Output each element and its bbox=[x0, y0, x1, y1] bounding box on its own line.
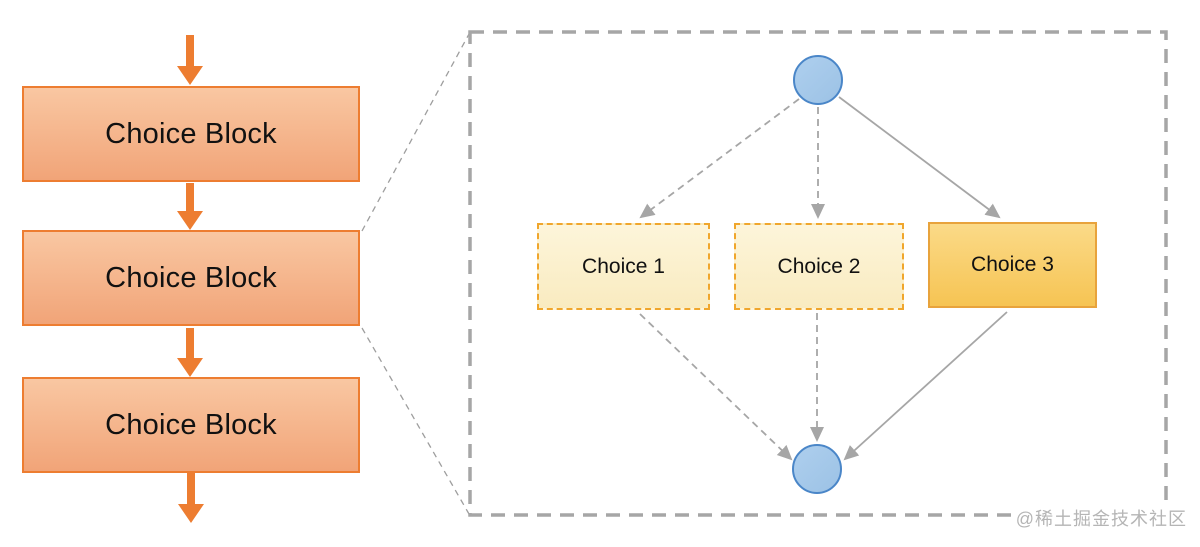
choice-2-label: Choice 2 bbox=[777, 254, 861, 278]
callout-connector-bottom bbox=[361, 327, 470, 515]
choice-block-1-label: Choice Block bbox=[105, 117, 277, 150]
choice-1-label: Choice 1 bbox=[582, 254, 665, 278]
edge-start-to-choice3 bbox=[838, 96, 1001, 219]
down-arrow-icon bbox=[178, 473, 204, 523]
down-arrow-icon bbox=[177, 35, 203, 85]
choice-1-box: Choice 1 bbox=[537, 223, 710, 310]
choice-3-box: Choice 3 bbox=[928, 222, 1097, 308]
detail-panel-border bbox=[468, 30, 1168, 517]
choice-block-2: Choice Block bbox=[22, 230, 360, 326]
down-arrow-icon bbox=[177, 328, 203, 377]
edge-choice3-to-end bbox=[843, 311, 1008, 461]
callout-connector-top bbox=[361, 33, 470, 232]
choice-block-2-label: Choice Block bbox=[105, 261, 277, 294]
down-arrow-icon bbox=[177, 183, 203, 230]
choice-block-1: Choice Block bbox=[22, 86, 360, 182]
choice-3-label: Choice 3 bbox=[971, 253, 1054, 276]
edge-choice1-to-end bbox=[639, 313, 793, 461]
choice-block-3: Choice Block bbox=[22, 377, 360, 473]
choice-2-box: Choice 2 bbox=[734, 223, 904, 310]
choice-block-3-label: Choice Block bbox=[105, 408, 277, 441]
start-node-circle-icon bbox=[793, 55, 843, 105]
edge-start-to-choice1 bbox=[639, 98, 800, 219]
watermark: @稀土掘金技术社区 bbox=[1012, 504, 1190, 532]
end-node-circle-icon bbox=[792, 444, 842, 494]
